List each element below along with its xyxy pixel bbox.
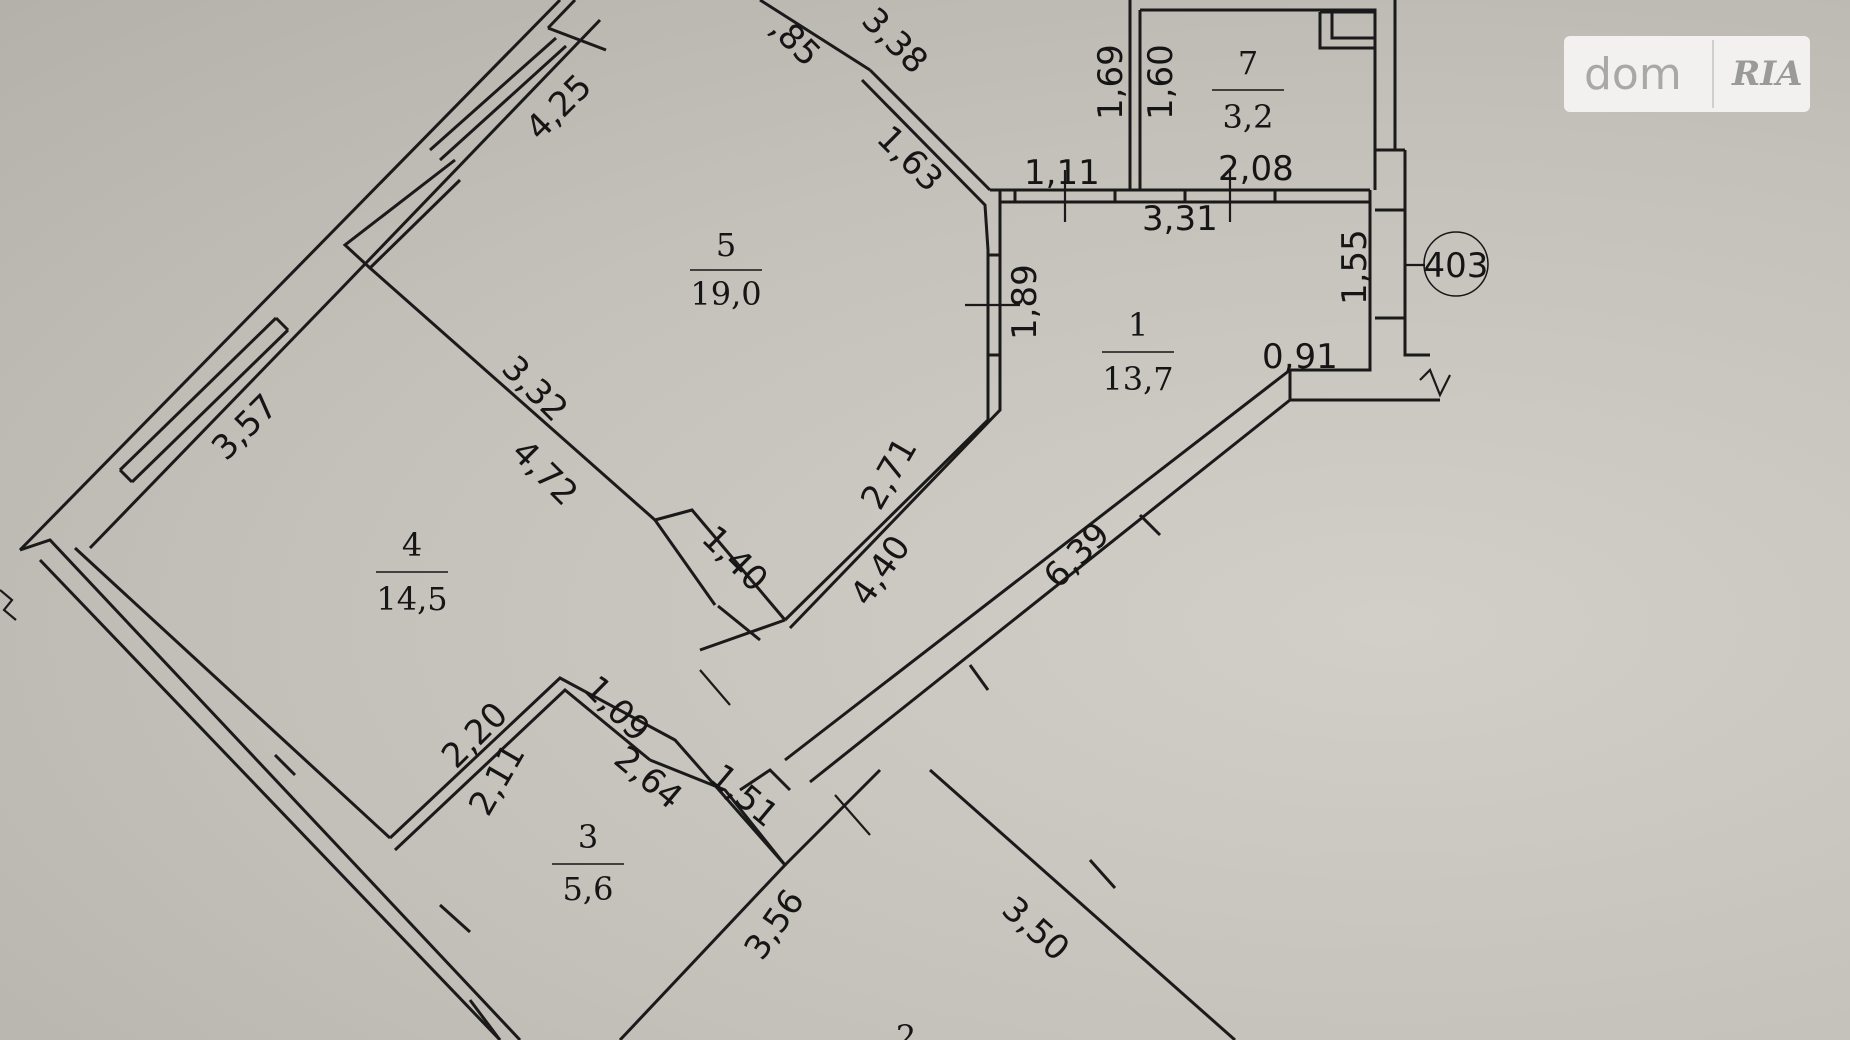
dimension-label: 3,56 — [737, 882, 813, 967]
room3-walls — [388, 618, 882, 1040]
room-number: 2 — [896, 1018, 916, 1040]
room1-right-wall — [1288, 148, 1451, 402]
dimension-label: 2,64 — [606, 738, 690, 817]
dimension-label: 6,39 — [1036, 515, 1118, 597]
room-area: 14,5 — [376, 580, 447, 618]
exterior-wall-southwest — [0, 538, 522, 1040]
room-number: 3 — [578, 818, 598, 856]
room-area: 13,7 — [1102, 360, 1173, 398]
room-area: 19,0 — [690, 275, 761, 313]
window-top — [429, 0, 607, 162]
room1-diagonal-wall — [784, 368, 1291, 1040]
partition-5-1 — [759, 0, 1020, 630]
dimension-label: 3,50 — [994, 889, 1077, 969]
dimension-label: 1,69 — [1091, 44, 1131, 120]
logo-ria-text: RIA — [1732, 54, 1803, 94]
room-7-label: 7 3,2 — [1212, 44, 1284, 136]
apartment-number-marker: 403 — [1423, 231, 1489, 297]
dimension-label: 1,60 — [1141, 44, 1181, 120]
dimension-label: 1,55 — [1335, 229, 1375, 305]
partition-5-4 — [369, 266, 787, 642]
room-number: 5 — [716, 226, 736, 264]
room-number: 1 — [1128, 306, 1148, 344]
logo-divider — [1712, 40, 1714, 108]
exterior-wall-northwest — [18, 0, 602, 552]
room7-walls — [1128, 0, 1400, 190]
dimension-label: 3,38 — [854, 0, 936, 82]
room-3-label: 3 5,6 — [552, 818, 624, 908]
window-room4 — [118, 316, 290, 484]
dimension-label: 1,89 — [1005, 264, 1045, 340]
room-4-label: 4 14,5 — [376, 526, 448, 618]
room-number: 4 — [402, 526, 422, 564]
dimension-label: 4,40 — [843, 528, 919, 613]
room-1-label: 1 13,7 — [1102, 306, 1174, 398]
dimension-label: 1,40 — [694, 518, 776, 600]
dom-ria-logo[interactable]: dom RIA — [1564, 36, 1810, 112]
dimension-label: 0,91 — [1262, 337, 1338, 377]
room-5-label: 5 19,0 — [690, 226, 762, 313]
dimension-label: 4,72 — [504, 432, 586, 514]
dimension-label: 1,51 — [702, 756, 786, 835]
dimension-label: 1,63 — [869, 118, 951, 200]
logo-dom-text: dom — [1584, 48, 1682, 100]
room-number: 7 — [1238, 44, 1258, 82]
dimension-label: 1,11 — [1024, 153, 1100, 193]
dimension-label: 2,71 — [853, 431, 925, 517]
room1-top-wall — [990, 170, 1370, 222]
dimension-label: ,85 — [762, 8, 829, 75]
dimension-label: 3,31 — [1142, 199, 1218, 239]
apartment-number: 403 — [1424, 246, 1489, 286]
room5-partition-left — [342, 158, 462, 271]
room-area: 5,6 — [563, 870, 614, 908]
room-2-label: 2 — [896, 1018, 916, 1040]
room-area: 3,2 — [1223, 98, 1274, 136]
dimension-label: 2,08 — [1218, 149, 1294, 189]
